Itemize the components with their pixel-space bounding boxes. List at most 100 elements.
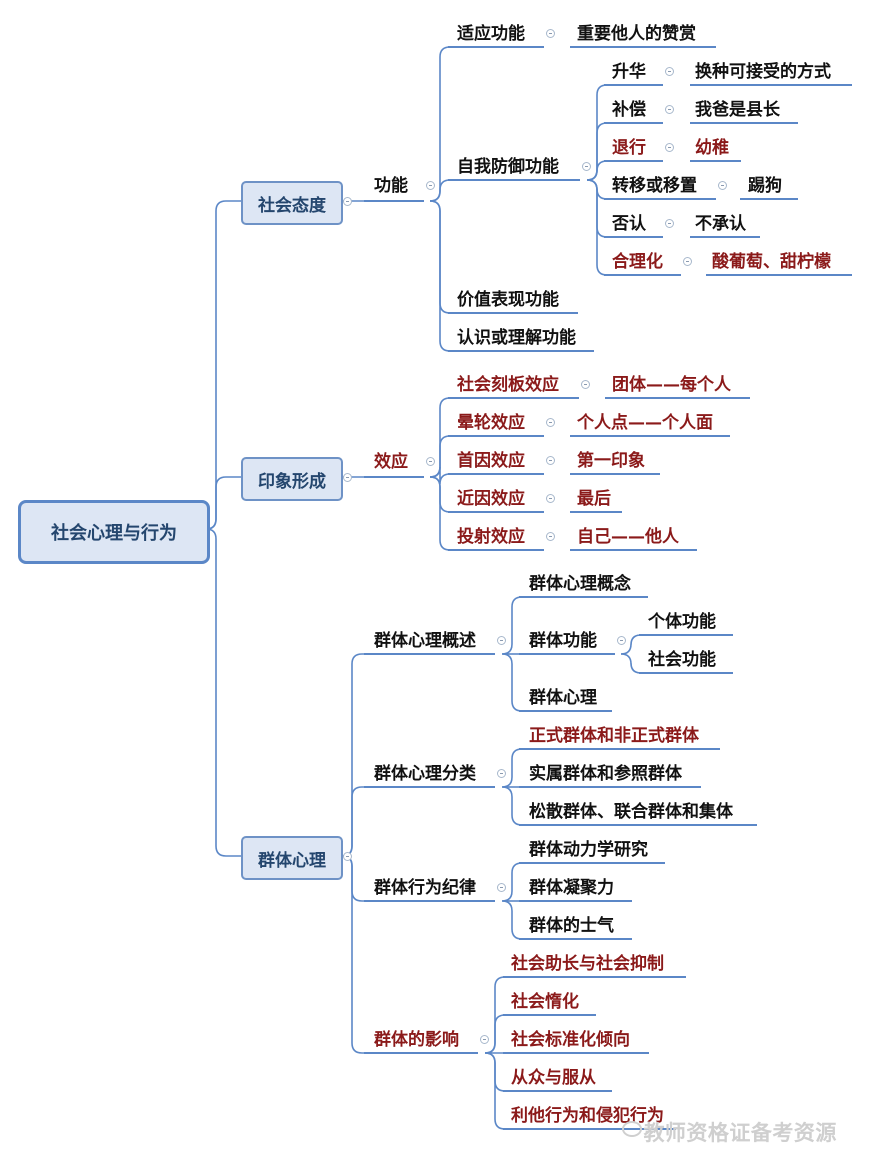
effect-item-detail[interactable]: 个人点——个人面 bbox=[577, 413, 713, 433]
effect-item-label[interactable]: 投射效应 bbox=[457, 527, 525, 547]
node-group-classification[interactable]: 群体心理分类 bbox=[374, 764, 476, 784]
collapse-icon[interactable] bbox=[497, 769, 506, 778]
branch-label: 社会态度 bbox=[258, 195, 326, 216]
collapse-icon[interactable] bbox=[426, 457, 435, 466]
influence-item[interactable]: 从众与服从 bbox=[511, 1068, 596, 1088]
connector-line bbox=[484, 1014, 506, 1054]
effect-item-detail[interactable]: 最后 bbox=[577, 489, 611, 509]
effect-item-detail[interactable]: 团体——每个人 bbox=[612, 375, 731, 395]
node-individual-function[interactable]: 个体功能 bbox=[648, 612, 716, 632]
node-cognition-function[interactable]: 认识或理解功能 bbox=[457, 328, 576, 348]
effect-item-detail[interactable]: 第一印象 bbox=[577, 451, 645, 471]
collapse-icon[interactable] bbox=[546, 418, 555, 427]
connector-line bbox=[501, 653, 523, 712]
defense-item-detail[interactable]: 酸葡萄、甜柠檬 bbox=[712, 252, 831, 272]
collapse-icon[interactable] bbox=[343, 473, 352, 482]
collapse-icon[interactable] bbox=[546, 494, 555, 503]
effect-item-label[interactable]: 社会刻板效应 bbox=[457, 375, 559, 395]
collapse-icon[interactable] bbox=[683, 257, 692, 266]
connector-line bbox=[586, 160, 608, 181]
effect-item-detail[interactable]: 自己——他人 bbox=[577, 527, 679, 547]
collapse-icon[interactable] bbox=[581, 380, 590, 389]
influence-item[interactable]: 社会惰化 bbox=[511, 992, 579, 1012]
influence-item[interactable]: 社会助长与社会抑制 bbox=[511, 954, 664, 974]
discipline-item[interactable]: 群体的士气 bbox=[529, 916, 614, 936]
collapse-icon[interactable] bbox=[582, 162, 591, 171]
connector-line bbox=[204, 528, 241, 857]
effect-item-label[interactable]: 首因效应 bbox=[457, 451, 525, 471]
collapse-icon[interactable] bbox=[546, 29, 555, 38]
connector-line bbox=[429, 476, 451, 551]
influence-item[interactable]: 社会标准化倾向 bbox=[511, 1030, 630, 1050]
node-function[interactable]: 功能 bbox=[374, 176, 408, 196]
connector-line bbox=[204, 200, 241, 530]
watermark: 教师资格证备考资源 bbox=[620, 1117, 837, 1147]
connector-line bbox=[620, 653, 642, 674]
node-group-functions[interactable]: 群体功能 bbox=[529, 631, 597, 651]
connector-line bbox=[429, 466, 451, 485]
branch-impression-formation[interactable]: 印象形成 bbox=[241, 457, 343, 501]
node-adapt-function[interactable]: 适应功能 bbox=[457, 24, 525, 44]
effect-item-label[interactable]: 晕轮效应 bbox=[457, 413, 525, 433]
defense-item-label[interactable]: 否认 bbox=[612, 214, 646, 234]
node-self-defense[interactable]: 自我防御功能 bbox=[457, 157, 559, 177]
collapse-icon[interactable] bbox=[497, 636, 506, 645]
discipline-item[interactable]: 群体动力学研究 bbox=[529, 840, 648, 860]
node-group-influence[interactable]: 群体的影响 bbox=[374, 1030, 459, 1050]
collapse-icon[interactable] bbox=[546, 456, 555, 465]
node-group-discipline[interactable]: 群体行为纪律 bbox=[374, 878, 476, 898]
connector-line bbox=[429, 200, 451, 352]
connector-line bbox=[586, 179, 608, 276]
influence-item[interactable]: 利他行为和侵犯行为 bbox=[511, 1106, 664, 1126]
collapse-icon[interactable] bbox=[617, 636, 626, 645]
node-effect[interactable]: 效应 bbox=[374, 452, 408, 472]
collapse-icon[interactable] bbox=[546, 532, 555, 541]
collapse-icon[interactable] bbox=[665, 143, 674, 152]
node-social-function[interactable]: 社会功能 bbox=[648, 650, 716, 670]
branch-group-psychology[interactable]: 群体心理 bbox=[241, 836, 343, 880]
collapse-icon[interactable] bbox=[426, 181, 435, 190]
defense-item-label[interactable]: 补偿 bbox=[612, 100, 646, 120]
defense-item-label[interactable]: 升华 bbox=[612, 62, 646, 82]
defense-item-label[interactable]: 转移或移置 bbox=[612, 176, 697, 196]
connector-line bbox=[501, 748, 523, 788]
collapse-icon[interactable] bbox=[718, 181, 727, 190]
collapse-icon[interactable] bbox=[665, 105, 674, 114]
defense-item-label[interactable]: 退行 bbox=[612, 138, 646, 158]
collapse-icon[interactable] bbox=[665, 219, 674, 228]
effect-item-label[interactable]: 近因效应 bbox=[457, 489, 525, 509]
defense-item-label[interactable]: 合理化 bbox=[612, 252, 663, 272]
node-group-concept[interactable]: 群体心理概念 bbox=[529, 574, 631, 594]
node-value-function[interactable]: 价值表现功能 bbox=[457, 290, 559, 310]
node-group-overview[interactable]: 群体心理概述 bbox=[374, 631, 476, 651]
branch-label: 印象形成 bbox=[258, 471, 326, 492]
connector-line bbox=[339, 855, 364, 1054]
connector-line bbox=[501, 862, 523, 902]
defense-item-detail[interactable]: 幼稚 bbox=[695, 138, 729, 158]
defense-item-detail[interactable]: 踢狗 bbox=[748, 176, 782, 196]
classification-item[interactable]: 实属群体和参照群体 bbox=[529, 764, 682, 784]
node-adapt-detail[interactable]: 重要他人的赞赏 bbox=[577, 24, 696, 44]
classification-item[interactable]: 松散群体、联合群体和集体 bbox=[529, 802, 733, 822]
collapse-icon[interactable] bbox=[343, 197, 352, 206]
connector-line bbox=[429, 179, 451, 202]
defense-item-detail[interactable]: 我爸是县长 bbox=[695, 100, 780, 120]
classification-item[interactable]: 正式群体和非正式群体 bbox=[529, 726, 699, 746]
watermark-text: 教师资格证备考资源 bbox=[643, 1121, 837, 1145]
collapse-icon[interactable] bbox=[343, 852, 352, 861]
collapse-icon[interactable] bbox=[480, 1035, 489, 1044]
root-label: 社会心理与行为 bbox=[51, 523, 177, 544]
branch-social-attitude[interactable]: 社会态度 bbox=[241, 181, 343, 225]
connector-line bbox=[484, 1052, 506, 1130]
collapse-icon[interactable] bbox=[665, 67, 674, 76]
root-node[interactable]: 社会心理与行为 bbox=[18, 500, 210, 564]
collapse-icon[interactable] bbox=[497, 883, 506, 892]
branch-label: 群体心理 bbox=[258, 850, 326, 871]
node-group-psychology[interactable]: 群体心理 bbox=[529, 688, 597, 708]
discipline-item[interactable]: 群体凝聚力 bbox=[529, 878, 614, 898]
defense-item-detail[interactable]: 换种可接受的方式 bbox=[695, 62, 831, 82]
connector-line bbox=[204, 476, 241, 530]
defense-item-detail[interactable]: 不承认 bbox=[695, 214, 746, 234]
